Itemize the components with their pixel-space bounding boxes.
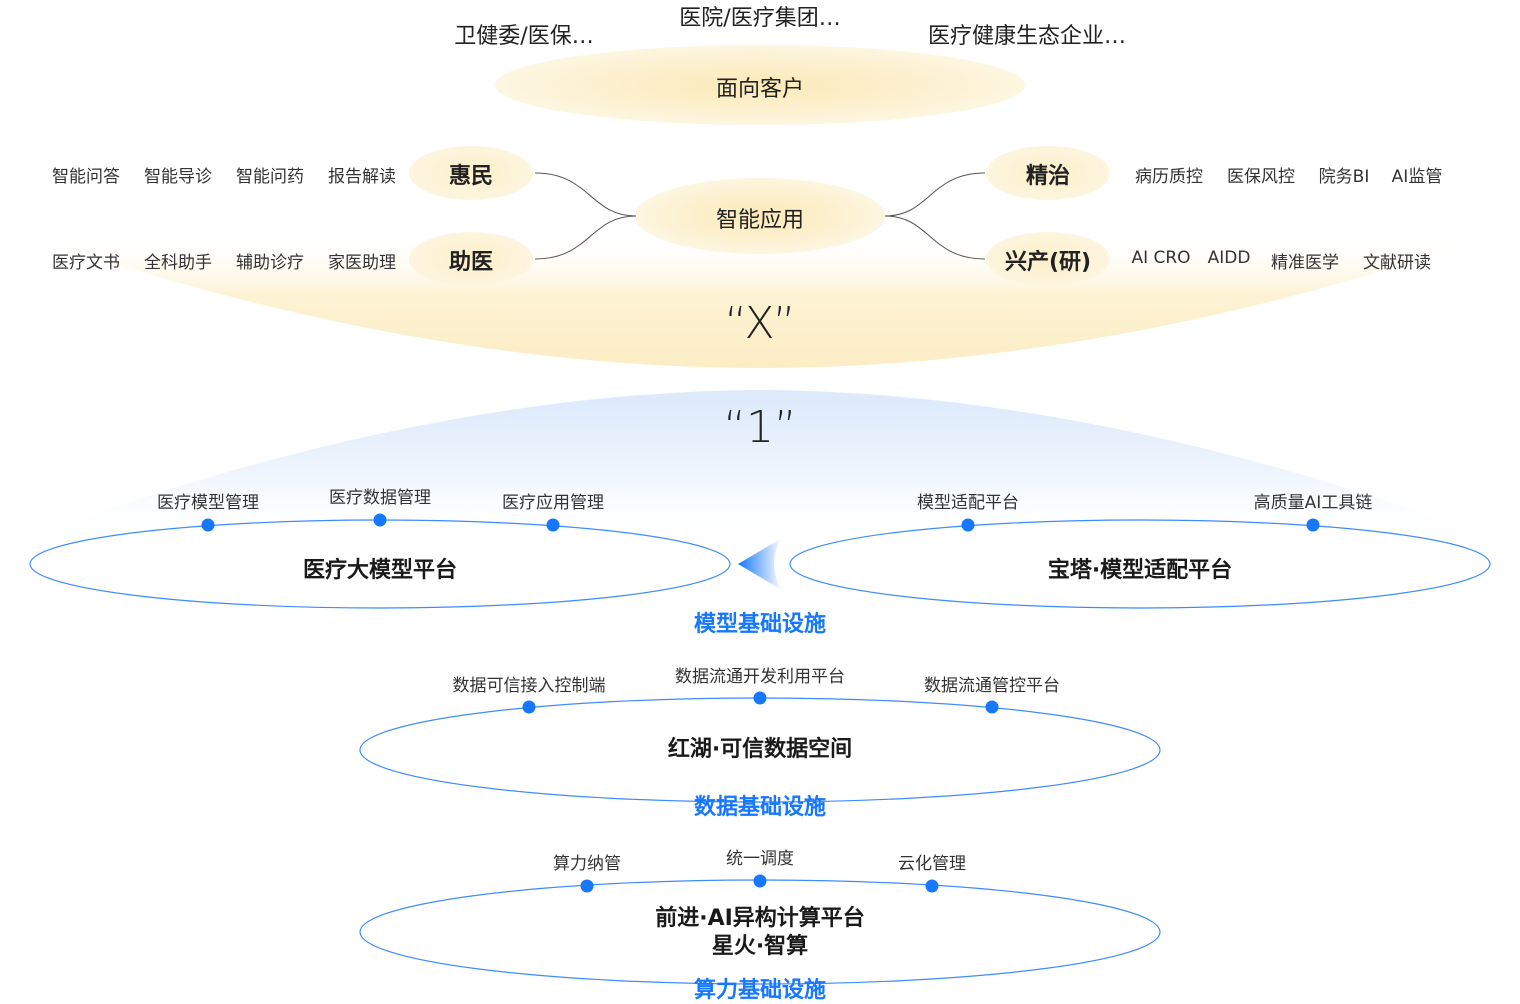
app-item: 家医助理 [328, 253, 396, 273]
compute-infra-title: 算力基础设施 [693, 978, 827, 1003]
app-item: 智能导诊 [144, 167, 212, 187]
app-item: AIDD [1207, 248, 1251, 268]
customer-right: 医疗健康生态企业… [927, 24, 1127, 49]
baota-ellipse [789, 519, 1491, 609]
app-item: 院务BI [1318, 167, 1370, 187]
pill-huimin [409, 146, 533, 200]
dot-model-adapt [961, 518, 975, 532]
one-label: “1” [723, 402, 797, 453]
feature-label: 数据流通管控平台 [924, 676, 1060, 696]
model-infra-title: 模型基础设施 [693, 612, 827, 637]
feature-label: 数据可信接入控制端 [452, 676, 606, 696]
dot-medical-data [373, 513, 387, 527]
dot-trusted-access [522, 700, 536, 714]
x-band [40, 234, 1480, 368]
customer-label: 面向客户 [715, 77, 805, 102]
zhuyi-label: 助医 [448, 250, 494, 275]
jingzhi-label: 精治 [1025, 164, 1071, 189]
dot-ai-toolchain [1306, 518, 1320, 532]
baota-platform: 宝塔·模型适配平台 [1047, 558, 1233, 583]
feature-label: 数据流通开发利用平台 [675, 667, 845, 687]
adapt-arrow [738, 538, 782, 590]
app-item: 精准医学 [1271, 253, 1339, 273]
dot-data-dev [753, 691, 767, 705]
compute-platform-line1: 前进·AI异构计算平台 [655, 906, 865, 931]
app-item: 全科助手 [144, 253, 212, 273]
feature-label: 算力纳管 [553, 854, 621, 874]
app-item: AI监管 [1391, 167, 1443, 187]
app-item: 医保风控 [1227, 167, 1295, 187]
medical-llm-platform: 医疗大模型平台 [302, 558, 458, 583]
connector-zhuyi [534, 215, 637, 260]
app-item: 医疗文书 [52, 253, 120, 273]
dot-medical-model [201, 518, 215, 532]
pill-zhuyi [409, 232, 533, 286]
data-infra-title: 数据基础设施 [693, 795, 827, 820]
customer-left: 卫健委/医保… [454, 24, 594, 49]
app-center-ellipse [635, 178, 885, 254]
dot-unified-schedule [753, 874, 767, 888]
dot-cloud-manage [925, 879, 939, 893]
feature-label: 高质量AI工具链 [1253, 493, 1373, 513]
app-item: 辅助诊疗 [236, 253, 304, 273]
app-item: 病历质控 [1135, 167, 1203, 187]
feature-label: 云化管理 [898, 854, 966, 874]
one-dome [20, 390, 1500, 540]
feature-label: 统一调度 [726, 849, 794, 869]
app-item: 文献研读 [1363, 253, 1431, 273]
app-item: 智能问药 [236, 167, 304, 187]
feature-label: 模型适配平台 [917, 493, 1019, 513]
xingchan-label: 兴产(研) [1004, 250, 1092, 275]
feature-label: 医疗数据管理 [329, 488, 431, 508]
compute-platform-line2: 星火·智算 [711, 934, 809, 959]
feature-label: 医疗模型管理 [157, 493, 259, 513]
feature-label: 医疗应用管理 [502, 493, 604, 513]
x-label: “X” [724, 298, 796, 349]
dot-compute-manage [580, 879, 594, 893]
connector-jingzhi [884, 172, 986, 217]
connector-xingchan [884, 215, 986, 260]
app-item: 报告解读 [328, 167, 396, 187]
dot-medical-app [546, 518, 560, 532]
dot-data-control [985, 700, 999, 714]
app-item: AI CRO [1131, 248, 1191, 268]
customer-ellipse [495, 45, 1025, 125]
connector-huimin [534, 172, 637, 217]
app-center-label: 智能应用 [715, 208, 805, 233]
app-item: 智能问答 [52, 167, 120, 187]
huimin-label: 惠民 [448, 164, 494, 189]
customer-center: 医院/医疗集团… [679, 6, 841, 31]
pill-xingchan [986, 232, 1110, 286]
data-space-platform: 红湖·可信数据空间 [667, 737, 853, 762]
app-connectors [534, 172, 986, 260]
pill-jingzhi [986, 146, 1110, 200]
